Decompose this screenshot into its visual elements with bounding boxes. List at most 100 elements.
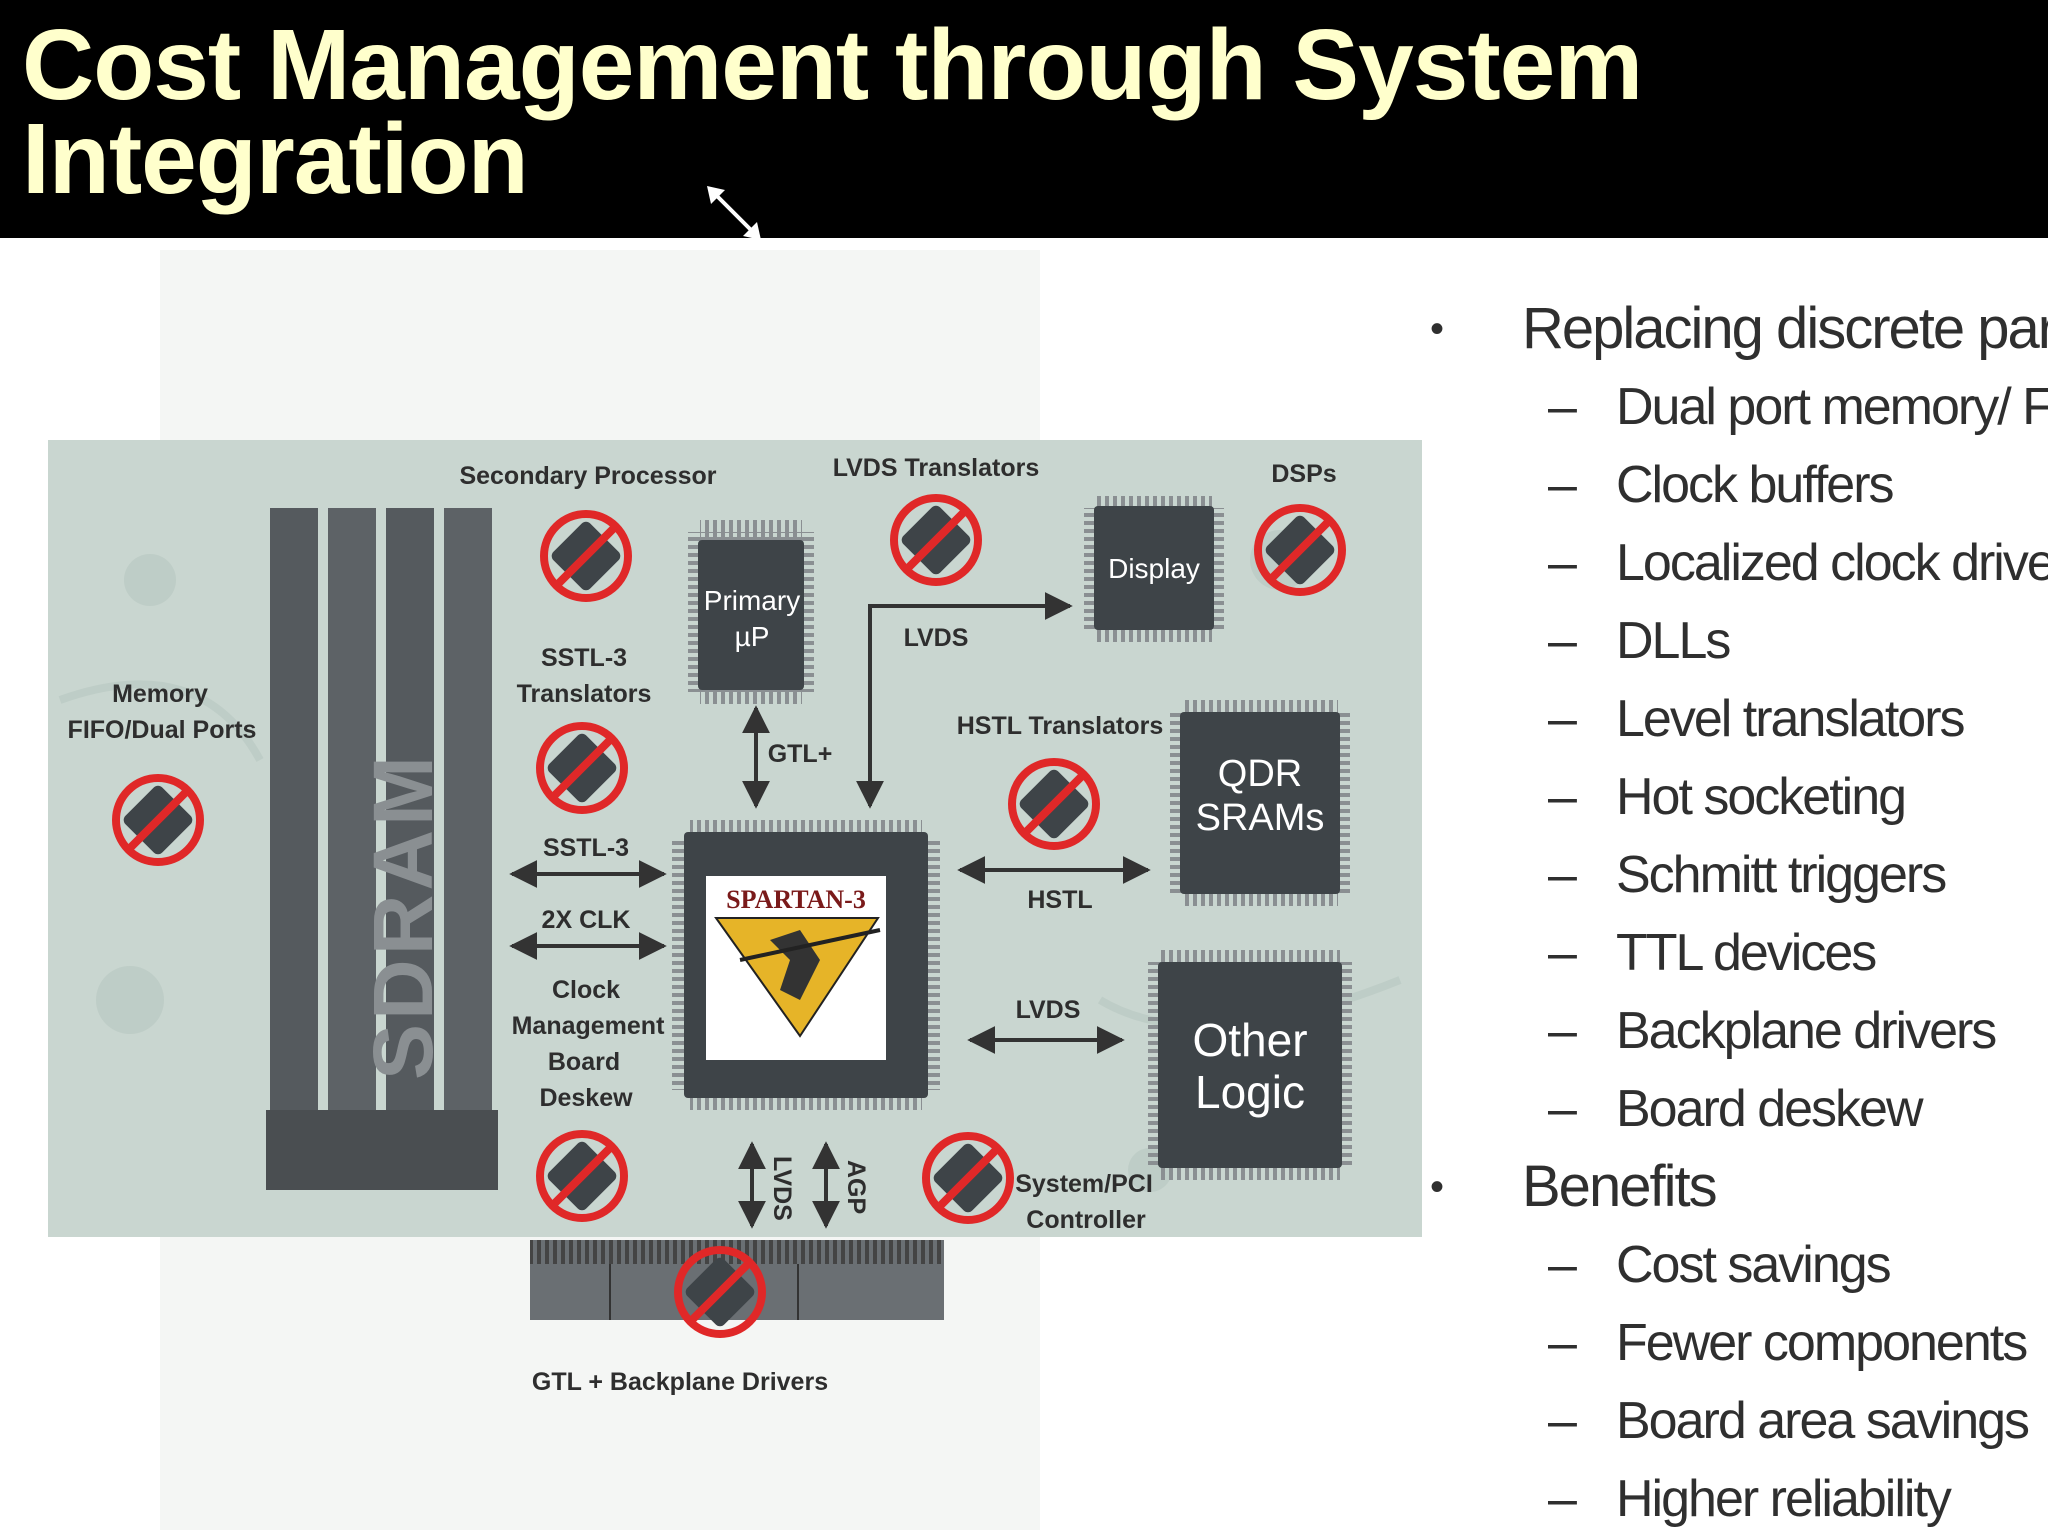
label-memory-2: FIFO/Dual Ports [68,716,257,744]
label-sstl3-translators-1: SSTL-3 [541,644,627,672]
bullet-dot-icon: • [1430,1165,1444,1209]
dash-icon: – [1548,534,1577,592]
qdr-label: QDR [1218,753,1302,795]
label-lvds-mid: LVDS [1016,996,1081,1024]
diagram-labels: Secondary Processor LVDS Translators DSP… [68,454,1337,1396]
sub-bullet-item: –DLLs [1430,602,2048,680]
sub-bullet-text: Fewer components [1616,1314,2028,1372]
bullet-text: Benefits [1522,1154,1718,1219]
label-clock-3: Board [548,1048,620,1076]
primary-up-label: Primary [704,585,800,616]
spartan3-fpga: SPARTAN-3 [672,820,940,1110]
prohibit-backplane-drivers [674,1246,766,1338]
bullet-text: Replacing discrete parts [1522,296,2048,361]
eliminated-parts [112,494,1346,1338]
label-secondary-processor: Secondary Processor [459,462,716,490]
label-agp: AGP [842,1160,870,1214]
dash-icon: – [1548,924,1577,982]
sub-bullet-item: –Clock buffers [1430,446,2048,524]
sub-bullet-item: –Board deskew [1430,1070,2048,1148]
primary-up-chip: Primary µP [688,520,814,704]
sub-bullet-text: Cost savings [1616,1236,1892,1294]
resize-cursor-icon [707,186,761,240]
bullet-item: • Benefits [1430,1148,2048,1226]
sdram-label: SDRAM [356,752,450,1080]
label-clock-2: Management [512,1012,665,1040]
sub-bullet-text: DLLs [1616,612,1731,670]
display-label: Display [1108,553,1200,584]
prohibit-sstl3-translators [536,722,628,814]
sub-bullet-item: –Backplane drivers [1430,992,2048,1070]
dash-icon: – [1548,1080,1577,1138]
sub-bullet-item: –Higher reliability [1430,1460,2048,1538]
sub-bullet-item: –Cost savings [1430,1226,2048,1304]
label-memory-1: Memory [112,680,208,708]
prohibit-clock-management [536,1130,628,1222]
label-clock-4: Deskew [539,1084,633,1112]
qdr-srams-chip: QDR SRAMs [1170,700,1350,906]
svg-text:µP: µP [735,621,770,652]
sub-bullet-text: Level translators [1616,690,1966,748]
sub-bullet-text: Schmitt triggers [1616,846,1947,904]
dash-icon: – [1548,690,1577,748]
prohibit-secondary-processor [540,510,632,602]
sub-bullet-text: Localized clock drivers [1616,534,2048,592]
other-logic-chip: Other Logic [1148,950,1352,1180]
other-label: Other [1192,1014,1307,1066]
label-lvds-translators: LVDS Translators [833,454,1040,482]
label-hstl-translators: HSTL Translators [957,712,1164,740]
slide-title: Cost Management through System Integrati… [22,9,1643,215]
bullet-dot-icon: • [1430,307,1444,351]
dash-icon: – [1548,1236,1577,1294]
label-dsps: DSPs [1271,460,1336,488]
lvds-display-arrow [856,592,1073,809]
sub-bullet-item: –Localized clock drivers [1430,524,2048,602]
sub-bullet-item: –Level translators [1430,680,2048,758]
label-hstl: HSTL [1027,886,1092,914]
logic-label: Logic [1195,1066,1305,1118]
dash-icon: – [1548,612,1577,670]
spartan3-label: SPARTAN-3 [726,885,866,914]
display-chip: Display [1084,496,1224,642]
sub-bullet-text: Hot socketing [1616,768,1907,826]
sub-bullet-item: –Schmitt triggers [1430,836,2048,914]
label-sstl3-translators-2: Translators [517,680,652,708]
sub-bullet-item: –Hot socketing [1430,758,2048,836]
prohibit-memory-fifo [112,774,204,866]
sub-bullet-text: Higher reliability [1616,1470,1952,1528]
dash-icon: – [1548,846,1577,904]
label-clock-1: Clock [552,976,620,1004]
label-lvds-vertical: LVDS [768,1156,796,1221]
prohibit-hstl-translators [1008,758,1100,850]
label-backplane: GTL + Backplane Drivers [532,1368,828,1396]
prohibit-system-pci [922,1132,1014,1224]
label-system-pci-2: Controller [1026,1206,1146,1234]
dash-icon: – [1548,1002,1577,1060]
dash-icon: – [1548,456,1577,514]
srams-label: SRAMs [1196,797,1325,839]
sub-bullet-text: Dual port memory/ FIFO [1616,378,2048,436]
dash-icon: – [1548,768,1577,826]
label-2x-clk: 2X CLK [542,906,631,934]
label-system-pci-1: System/PCI [1015,1170,1153,1198]
prohibit-lvds-translators [890,494,982,586]
sub-bullet-text: Backplane drivers [1616,1002,1997,1060]
sub-bullet-item: –Dual port memory/ FIFO [1430,368,2048,446]
label-sstl3: SSTL-3 [543,834,629,862]
dash-icon: – [1548,1392,1577,1450]
label-lvds-top: LVDS [904,624,969,652]
sub-bullet-text: Board area savings [1616,1392,2030,1450]
label-gtl-plus: GTL+ [768,740,833,768]
bullet-item: • Replacing discrete parts [1430,290,2048,368]
connections [509,592,1151,1229]
sub-bullet-text: Board deskew [1616,1080,1924,1138]
sub-bullet-text: Clock buffers [1616,456,1895,514]
sub-bullet-item: –TTL devices [1430,914,2048,992]
bullet-list: •Replacing discrete parts –Dual port mem… [1430,290,2048,1538]
dash-icon: – [1548,1470,1577,1528]
prohibit-dsps [1254,504,1346,596]
title-bar: Cost Management through System Integrati… [0,0,2048,238]
sub-bullet-item: –Fewer components [1430,1304,2048,1382]
dash-icon: – [1548,1314,1577,1372]
